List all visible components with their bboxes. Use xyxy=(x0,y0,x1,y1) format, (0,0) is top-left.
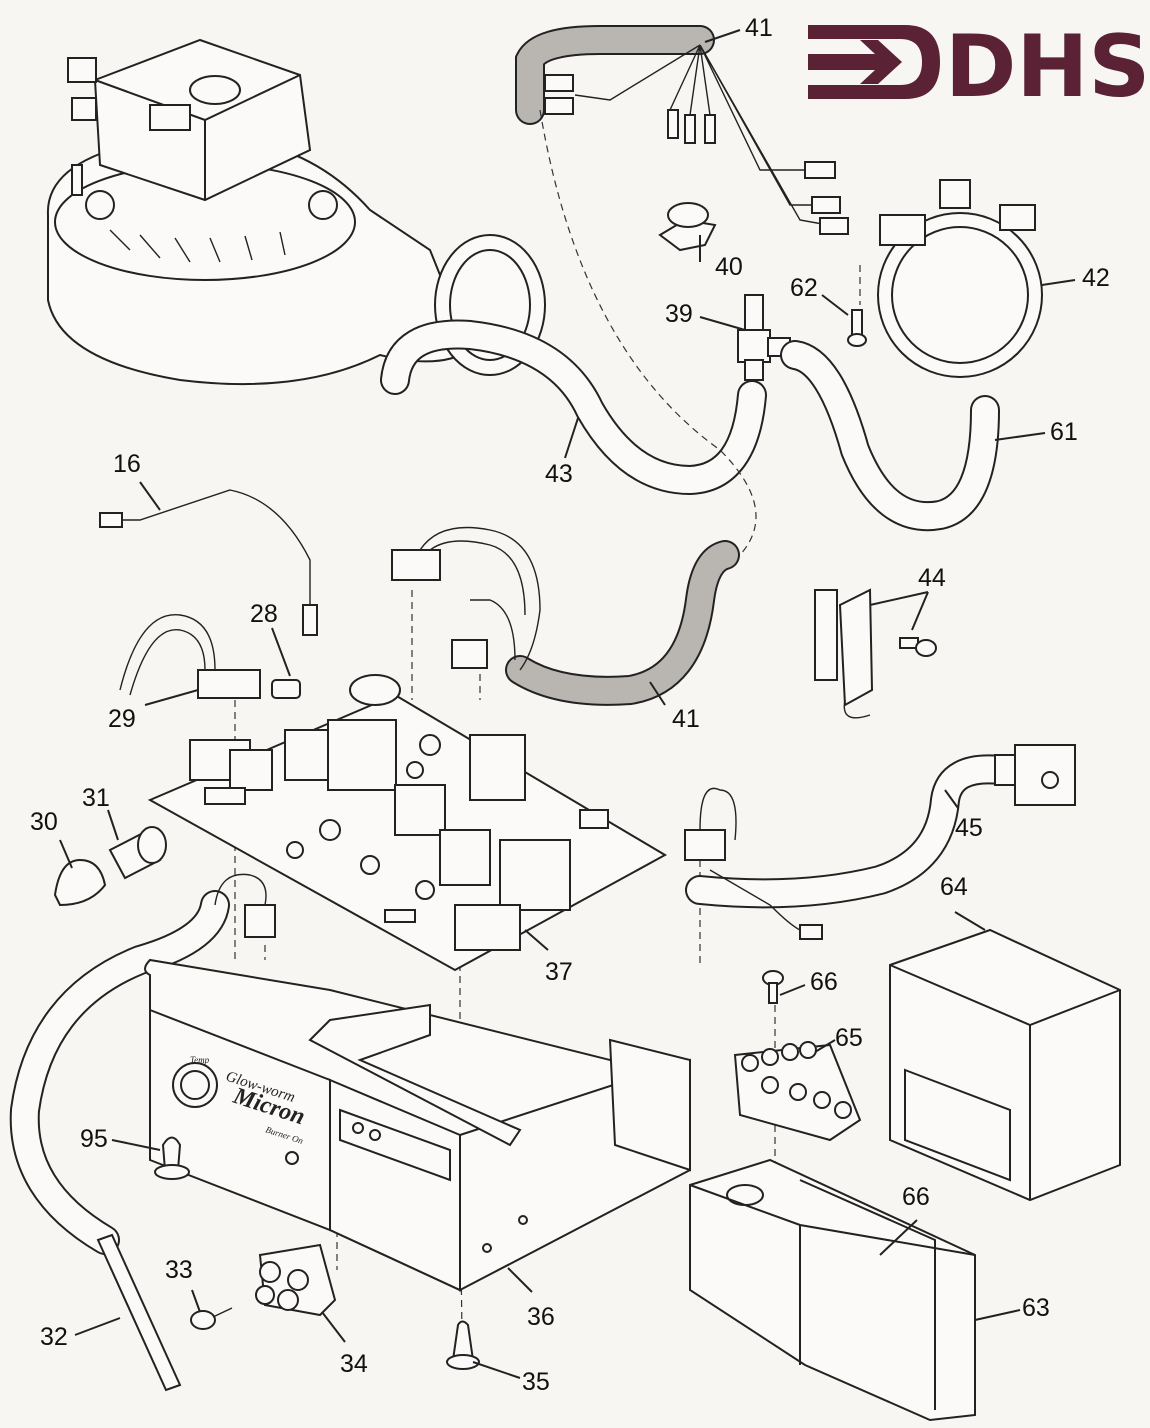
hose-43 xyxy=(380,319,767,496)
screw-33 xyxy=(190,1307,233,1330)
temp-dial xyxy=(172,1062,218,1108)
callout-16: 16 xyxy=(113,450,141,478)
mount-bolt-left xyxy=(85,190,115,220)
impeller-blades xyxy=(109,229,286,263)
pressure-switch-42 xyxy=(877,179,1043,378)
panel-dial-label: Temp xyxy=(190,1055,210,1065)
callout-65: 65 xyxy=(835,1024,863,1052)
knob-31 xyxy=(108,826,167,880)
screw-66-top xyxy=(762,970,784,1004)
hose-61 xyxy=(780,340,1000,532)
callout-41-top: 41 xyxy=(745,14,773,42)
fan-blower-assembly xyxy=(46,38,546,386)
callout-28: 28 xyxy=(250,600,278,628)
callout-labels: 41 42 40 62 39 43 61 16 28 29 44 41 45 3… xyxy=(30,14,1110,1396)
callout-42: 42 xyxy=(1082,264,1110,292)
probe-32 xyxy=(9,873,276,1392)
tee-connector-39 xyxy=(737,294,791,381)
blower-outlet-rim xyxy=(449,249,531,361)
motor-top-edge xyxy=(94,74,301,200)
wire-16 xyxy=(99,489,318,636)
mount-bolt-right xyxy=(308,190,338,220)
sensor-44 xyxy=(814,588,937,719)
callout-43: 43 xyxy=(545,460,573,488)
screw-62 xyxy=(847,309,867,347)
wiring-harness-41-middle xyxy=(391,526,740,706)
callout-39: 39 xyxy=(665,300,693,328)
logo-arrow-icon xyxy=(808,25,940,99)
callout-37: 37 xyxy=(545,958,573,986)
motor-terminal-1 xyxy=(67,57,97,83)
callout-35: 35 xyxy=(522,1368,550,1396)
callout-34: 34 xyxy=(340,1350,368,1378)
wiring-harness-41-top xyxy=(515,25,849,235)
callout-33: 33 xyxy=(165,1256,193,1284)
callout-64: 64 xyxy=(940,873,968,901)
cover-64 xyxy=(889,928,1121,1202)
callout-40: 40 xyxy=(715,253,743,281)
callout-63: 63 xyxy=(1022,1294,1050,1322)
fuse-28 xyxy=(271,679,301,699)
logo-text: DHS xyxy=(945,17,1150,117)
callout-66-bottom: 66 xyxy=(902,1183,930,1211)
callout-95: 95 xyxy=(80,1125,108,1153)
wiring-harness-45 xyxy=(684,744,1076,940)
clip-35 xyxy=(446,1320,480,1370)
mount-post xyxy=(71,164,83,196)
dhs-logo: DHS xyxy=(808,17,1150,117)
motor-terminal-2 xyxy=(71,97,97,121)
terminal-strip-65 xyxy=(733,1041,862,1142)
terminal-block-34 xyxy=(255,1243,337,1317)
knob-cap-30 xyxy=(53,858,107,907)
overheat-thermostat-40 xyxy=(658,202,717,252)
callout-29: 29 xyxy=(108,705,136,733)
callout-66-top: 66 xyxy=(810,968,838,996)
callout-36: 36 xyxy=(527,1303,555,1331)
callout-61: 61 xyxy=(1050,418,1078,446)
callout-44: 44 xyxy=(918,564,946,592)
callout-62: 62 xyxy=(790,274,818,302)
callout-30: 30 xyxy=(30,808,58,836)
callout-32: 32 xyxy=(40,1323,68,1351)
control-chassis-36: Temp Glow-worm Micron Burner On xyxy=(144,958,691,1292)
motor-spindle xyxy=(189,75,241,105)
bracket-63 xyxy=(689,1158,976,1422)
pcb-37 xyxy=(147,674,668,972)
callout-41-middle: 41 xyxy=(672,705,700,733)
motor-bracket xyxy=(149,104,191,131)
callout-45: 45 xyxy=(955,814,983,842)
connector-29 xyxy=(119,614,261,699)
callout-31: 31 xyxy=(82,784,110,812)
leader-lines xyxy=(59,29,1076,1379)
grommet-95 xyxy=(154,1136,190,1180)
